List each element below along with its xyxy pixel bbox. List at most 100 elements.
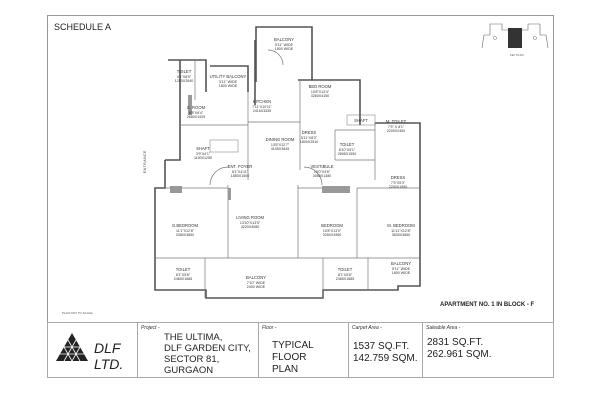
dlf-logo-icon: [56, 333, 88, 362]
room-dimension: 3'9"X4'1": [195, 151, 211, 156]
room-name: SHAFT: [354, 118, 368, 123]
room-name: TOILET: [339, 142, 355, 147]
room-name: DINING ROOM: [265, 137, 295, 142]
room-dimension: 7'3" X 8'1": [387, 124, 405, 129]
project-label: Project -: [141, 325, 160, 331]
logo-cell: DLF LTD.: [47, 322, 138, 378]
room-dimension: 10'8"X13'0": [322, 228, 342, 233]
room-dimension: 3380X3850: [175, 233, 195, 238]
room-name: KITCHEN: [252, 99, 272, 104]
project-cell: Project - THE ULTIMA, DLF GARDEN CITY, S…: [137, 322, 259, 378]
room-dimension: 3'11" WIDE: [218, 79, 238, 84]
project-line: SECTOR 81, GURGAON: [164, 354, 220, 376]
room-name: TOILET: [337, 267, 353, 272]
room-dimension: 11'1"X12'8": [175, 228, 195, 233]
room-dimension: 1800 WIDE: [274, 47, 294, 52]
saleable-area-sqft: 2831 SQ.FT.: [427, 337, 484, 348]
floor-label: Floor -: [262, 325, 277, 331]
room-dimension: 6'1"X4'11": [231, 169, 249, 174]
room-dimension: 8'1"X5'6": [337, 272, 353, 277]
room-name: M. TOILET: [385, 119, 407, 124]
apartment-label: APARTMENT NO. 1 IN BLOCK - F: [440, 302, 535, 308]
room-dimension: 1800 WIDE: [218, 84, 238, 89]
room-dimension: 2650X1925: [186, 115, 206, 120]
saleable-area-cell: Saleable Area - 2831 SQ.FT. 262.961 SQM.: [422, 322, 554, 378]
room-dimension: 4105X3845: [270, 147, 290, 152]
carpet-area-sqft: 1537 SQ.FT.: [353, 341, 410, 352]
room-name: BEDROOM: [321, 223, 343, 228]
room-dimension: 3060X1380: [312, 174, 332, 179]
carpet-area-label: Carpet Area -: [352, 325, 382, 331]
room-dimension: 2200X1590: [388, 185, 408, 190]
room-dimension: 4'1"X8'9": [176, 74, 192, 79]
room-dimension: 11'11"X12'8": [391, 228, 411, 233]
scale-note: PLAN NOT TO SCALE.: [62, 311, 94, 315]
carpet-area-cell: Carpet Area - 1537 SQ.FT. 142.759 SQM.: [348, 322, 423, 378]
project-line: THE ULTIMA,: [164, 332, 223, 343]
room-dimension: 2200X2450: [386, 129, 406, 134]
room-dimension: 10'0"X4'6": [313, 169, 331, 174]
floor-line: TYPICAL FLOOR: [272, 340, 314, 363]
room-name: UTILITY BALCONY: [209, 74, 247, 79]
room-name: G.BEDROOM: [171, 223, 199, 228]
room-name: TOILET: [175, 267, 191, 272]
room-name: BALCONY: [390, 261, 412, 266]
room-name: VESTIBULE: [310, 164, 334, 169]
room-dimension: 5'11"X8'3": [300, 135, 318, 140]
room-dimension: 2400 WIDE: [246, 285, 266, 290]
room-dimension: 1150X1250: [193, 156, 213, 161]
carpet-area-sqm: 142.759 SQM.: [353, 353, 418, 364]
room-name: SHAFT: [196, 146, 210, 151]
room-dimension: 1250X2640: [174, 79, 194, 84]
room-name: BALCONY: [273, 37, 295, 42]
room-name: BED ROOM: [308, 84, 332, 89]
room-dimension: 2465X1685: [173, 277, 193, 282]
room-dimension: 5'11" WIDE: [274, 42, 294, 47]
room-dimension: 5'11" WIDE: [391, 266, 411, 271]
saleable-area-label: Saleable Area -: [426, 325, 461, 331]
project-line: DLF GARDEN CITY,: [164, 343, 251, 354]
room-name: LIVING ROOM: [236, 215, 264, 220]
room-dimension: 3630X3850: [391, 233, 411, 238]
room-label: SHAFT: [354, 118, 368, 124]
room-dimension: 1850X1500: [230, 174, 250, 179]
room-name: BALCONY: [245, 275, 267, 280]
room-name: S. ROOM: [186, 105, 206, 110]
floor-line: PLAN: [272, 364, 299, 375]
room-dimension: 7'11"X10'11": [252, 104, 272, 109]
room-dimension: 2465X1685: [335, 277, 355, 282]
room-dimension: 7'3"X5'3": [390, 180, 406, 185]
saleable-area-sqm: 262.961 SQM.: [427, 349, 492, 360]
title-block: DLF LTD. Project - THE ULTIMA, DLF GARDE…: [47, 322, 554, 378]
room-dimension: 1800X2510: [299, 140, 319, 145]
room-dimension: 8'10"X5'1": [338, 147, 356, 152]
room-name: M. BEDROOM: [387, 223, 415, 228]
key-plan-diagram: [481, 23, 549, 49]
room-dimension: 13'10"X13'5": [239, 220, 261, 225]
floor-cell: Floor - TYPICAL FLOOR PLAN: [258, 322, 349, 378]
company-name: DLF LTD.: [94, 340, 124, 372]
room-name: DRESS: [301, 130, 317, 135]
room-dimension: 8'8"X6'4": [188, 110, 204, 115]
drawing-frame: [47, 15, 554, 378]
room-name: TOILET: [176, 69, 192, 74]
room-dimension: 2695X1550: [337, 152, 357, 157]
